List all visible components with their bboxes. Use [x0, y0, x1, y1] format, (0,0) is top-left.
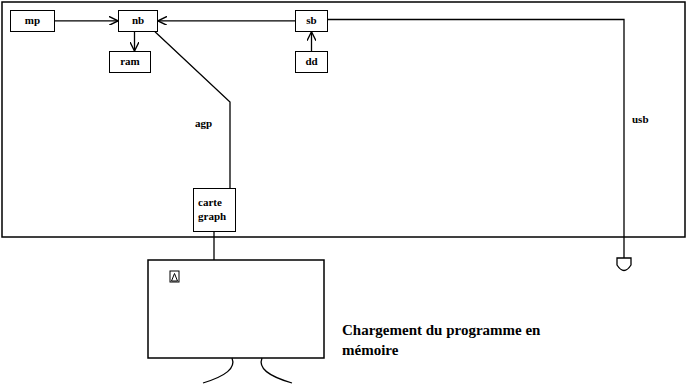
component-box: nb	[118, 10, 158, 32]
usb-wire	[328, 20, 624, 259]
bus-connector	[55, 20, 118, 21]
component-box: ram	[109, 51, 151, 73]
bus-label: usb	[631, 113, 650, 126]
bus-label: agp	[194, 117, 213, 130]
box-label: carte graph	[198, 196, 231, 224]
bus-connector	[134, 32, 135, 51]
component-box: carte graph	[193, 188, 236, 232]
box-label: ram	[120, 55, 140, 69]
box-label: dd	[305, 55, 317, 69]
bus-connector	[155, 32, 230, 188]
caption: Chargement du programme en mémoire	[342, 320, 547, 361]
box-label: sb	[306, 14, 316, 28]
monitor-stand	[203, 358, 292, 383]
bus-connector	[158, 20, 295, 21]
usb-plug	[617, 258, 631, 271]
screen-icon	[170, 271, 179, 282]
computer-case	[2, 2, 685, 237]
box-label: mp	[25, 14, 40, 28]
component-box: dd	[295, 51, 328, 73]
box-label: nb	[132, 14, 144, 28]
video-cable	[213, 232, 214, 260]
component-box: mp	[10, 10, 55, 32]
monitor-screen	[148, 260, 324, 358]
bus-connector	[311, 32, 312, 51]
component-box: sb	[295, 10, 328, 32]
